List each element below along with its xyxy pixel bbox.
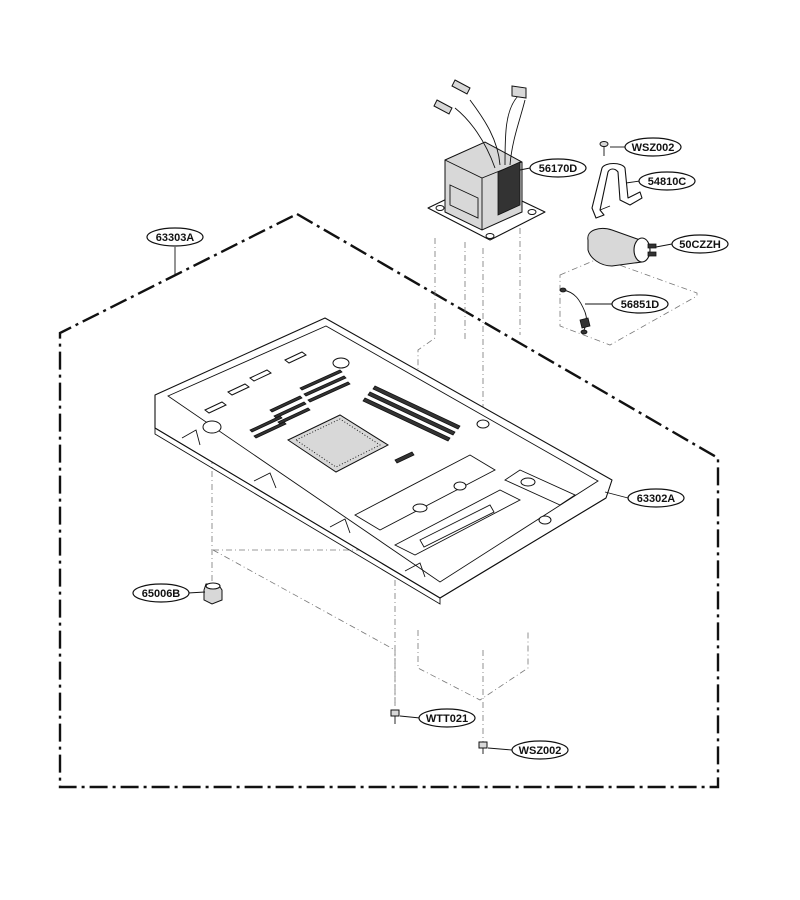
callout-WSZ002-bottom: WSZ002 (511, 740, 569, 760)
svg-text:56170D: 56170D (539, 163, 578, 175)
capacitor-bracket (591, 162, 643, 219)
assembly-boundary (58, 212, 720, 789)
svg-text:65006B: 65006B (142, 588, 181, 600)
callout-56851D: 56851D (611, 294, 669, 314)
base-plate (154, 317, 613, 605)
callout-WSZ002-top: WSZ002 (624, 137, 682, 157)
svg-text:WSZ002: WSZ002 (519, 745, 562, 757)
svg-text:56851D: 56851D (621, 299, 660, 311)
svg-text:WSZ002: WSZ002 (632, 142, 675, 154)
callout-WTT021: WTT021 (418, 708, 476, 728)
svg-text:63303A: 63303A (156, 232, 195, 244)
rubber-foot (203, 582, 223, 605)
svg-text:50CZZH: 50CZZH (679, 239, 721, 251)
svg-text:54810C: 54810C (648, 176, 687, 188)
callout-56170D: 56170D (529, 158, 587, 178)
screw-top (599, 141, 609, 156)
callout-54810C: 54810C (638, 171, 696, 191)
screw-bottom (478, 741, 488, 754)
svg-text:63302A: 63302A (637, 493, 676, 505)
callout-50CZZH: 50CZZH (671, 234, 729, 254)
callout-65006B: 65006B (132, 583, 190, 603)
diode (559, 287, 591, 335)
perforated-panel (286, 414, 390, 473)
svg-text:WTT021: WTT021 (426, 713, 468, 725)
leader-lines (174, 146, 673, 751)
capacitor (587, 227, 657, 267)
transformer (427, 79, 546, 241)
callout-63303A: 63303A (146, 227, 204, 247)
callout-63302A: 63302A (627, 488, 685, 508)
screw-wtt021 (390, 709, 400, 724)
louvers (249, 369, 461, 464)
